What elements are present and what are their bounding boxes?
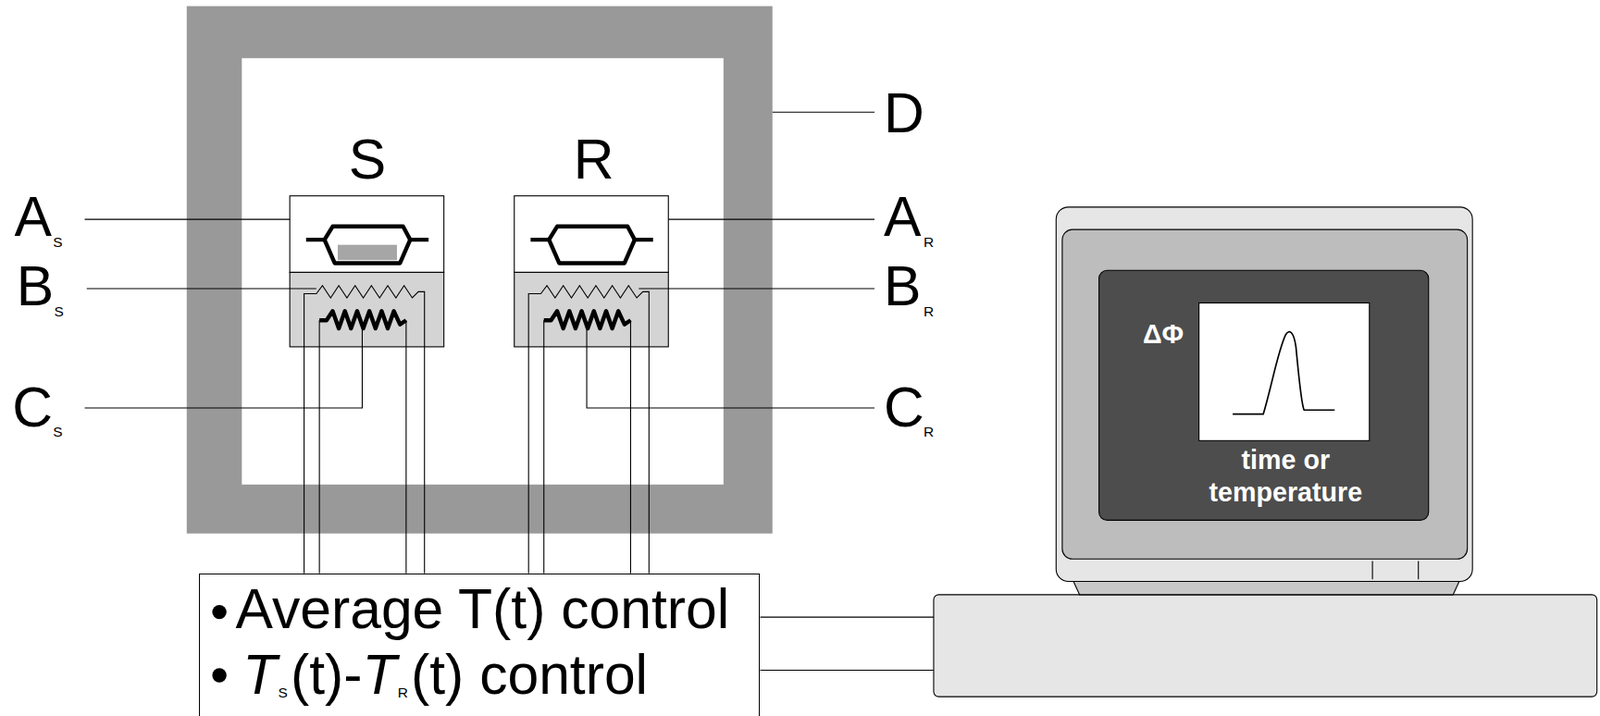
bullet xyxy=(211,605,226,620)
bullet xyxy=(211,668,226,683)
part-label: S xyxy=(348,131,386,188)
furnace-chamber xyxy=(241,58,723,485)
leader-line xyxy=(85,111,875,409)
control-text: T xyxy=(361,643,397,707)
subscript-label: R xyxy=(923,235,934,249)
control-text: (t) control xyxy=(410,643,648,707)
cable xyxy=(759,617,933,670)
axis-label: ΔΦ xyxy=(1142,321,1184,348)
control-text: T xyxy=(242,643,277,707)
monitor-screen: ΔΦ time or temperature xyxy=(1099,270,1429,521)
subscript: S xyxy=(277,684,287,701)
part-label: B xyxy=(883,258,921,315)
part-label: B xyxy=(16,258,54,315)
subscript-label: R xyxy=(923,424,934,439)
axis-caption: time or temperature xyxy=(1193,444,1377,510)
control-text-line: TS(t)-TR(t) control xyxy=(242,646,648,704)
computer xyxy=(933,207,1598,697)
subscript-label: S xyxy=(52,235,63,249)
part-label: R xyxy=(573,131,615,188)
sample-holder xyxy=(289,196,445,574)
subscript-label: S xyxy=(53,304,63,319)
subscript: R xyxy=(397,684,409,701)
part-label: C xyxy=(12,379,53,436)
part-label: D xyxy=(883,85,925,142)
part-label: A xyxy=(13,188,51,246)
furnace-wall xyxy=(186,6,773,534)
control-text: Average T(t) control xyxy=(235,581,731,638)
part-label: C xyxy=(883,379,925,436)
subscript-label: S xyxy=(52,424,63,439)
control-text: (t)- xyxy=(290,643,362,707)
part-label: A xyxy=(883,188,921,246)
control-box: Average T(t) controlTS(t)-TR(t) control xyxy=(198,573,760,716)
reference-holder xyxy=(514,196,670,574)
subscript-label: R xyxy=(923,304,934,319)
